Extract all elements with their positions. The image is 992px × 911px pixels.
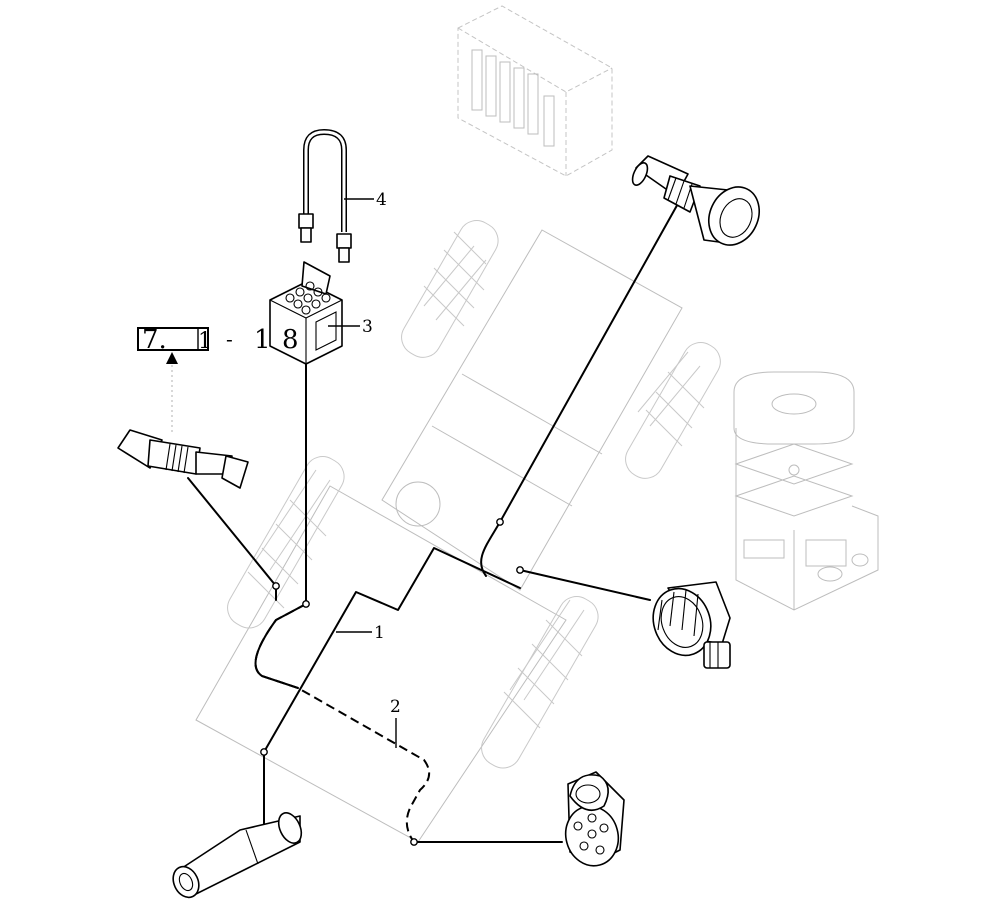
harness-main-wire <box>263 547 521 753</box>
relay-block-item-3[interactable] <box>269 261 343 365</box>
tube-connector-bottom[interactable] <box>168 809 305 901</box>
callout-3: 3 <box>362 317 373 337</box>
harness-secondary-dashed <box>254 603 431 843</box>
elbow-connector-right[interactable] <box>644 580 731 669</box>
reference-arrow-icon <box>166 352 178 364</box>
reference-number-right: 8 <box>282 325 299 355</box>
callout-4: 4 <box>376 190 387 210</box>
reference-number-left: 1 <box>254 325 271 355</box>
battery-box-outline <box>733 371 879 611</box>
trailer-socket-bottom[interactable] <box>559 771 625 872</box>
callout-1: 1 <box>374 623 385 643</box>
reference-dash: - <box>226 327 233 351</box>
callout-2: 2 <box>390 697 401 717</box>
reference-box-suffix: 1 <box>198 329 212 354</box>
reference-box <box>137 327 209 351</box>
background-outlines <box>195 5 879 843</box>
reference-label: 7. 1 - 1 8 <box>137 325 299 364</box>
fuse-box-outline <box>457 5 613 177</box>
tube-connector-left[interactable] <box>117 362 249 489</box>
reference-box-text: 7. <box>142 325 167 355</box>
hatched-rails <box>227 220 721 769</box>
wire-junctions <box>260 518 524 846</box>
center-panel-outline <box>381 229 683 591</box>
callout-group: 4 3 1 2 <box>328 190 401 748</box>
floor-plate-outline <box>195 485 567 843</box>
round-plug-top-right[interactable] <box>629 155 768 253</box>
u-cable-item-4[interactable] <box>298 128 352 263</box>
